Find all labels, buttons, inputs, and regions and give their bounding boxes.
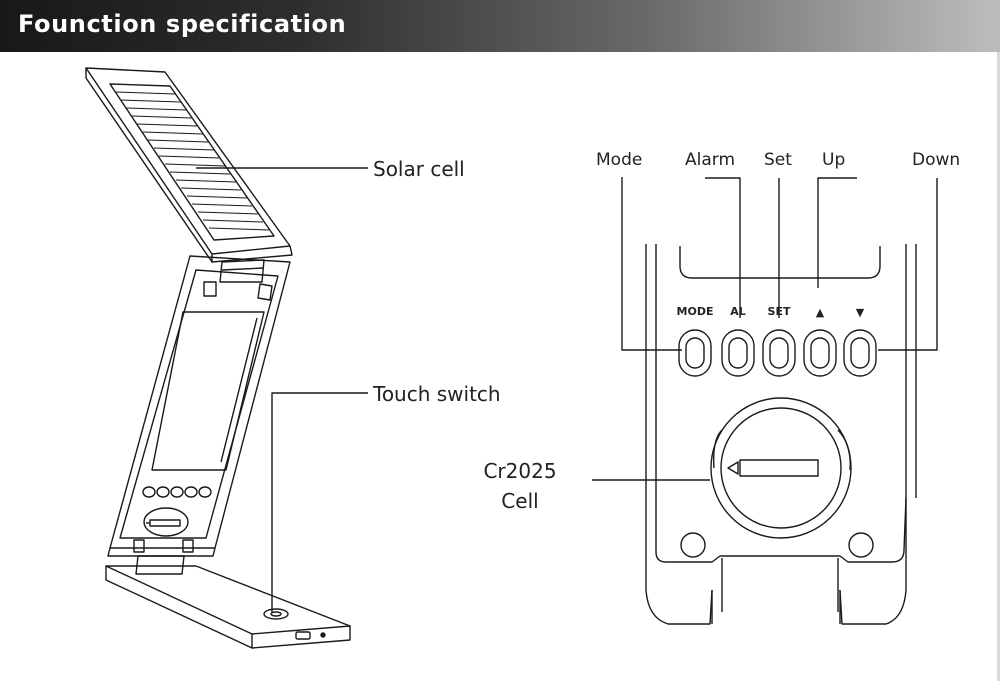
down-button-caption: ▼ xyxy=(856,306,865,319)
alarm-button xyxy=(721,329,755,377)
left-screw-hole xyxy=(680,532,706,558)
right-edge-divider xyxy=(997,52,1000,681)
down-label: Down xyxy=(912,150,960,170)
arm-buttons xyxy=(142,486,212,498)
lamp-arm xyxy=(107,255,291,557)
battery-label-line1: Cr2025 xyxy=(483,459,556,483)
touch-switch-label: Touch switch xyxy=(372,382,501,406)
mode-leader xyxy=(621,177,682,351)
touch-switch-leader xyxy=(271,392,368,612)
power-indicator xyxy=(320,632,326,638)
back-panel-illustration xyxy=(645,244,917,625)
down-button xyxy=(843,329,877,377)
mode-button-caption: MODE xyxy=(677,305,714,318)
up-button xyxy=(803,329,837,377)
solar-panel xyxy=(85,67,293,263)
set-button-caption: SET xyxy=(768,305,791,318)
battery-label-line2: Cell xyxy=(501,489,538,513)
alarm-button-caption: AL xyxy=(730,305,746,318)
set-button xyxy=(762,329,796,377)
solar-cell-label: Solar cell xyxy=(373,157,465,181)
alarm-label: Alarm xyxy=(685,150,735,170)
solar-lamp-illustration xyxy=(85,67,351,649)
lcd-screen xyxy=(151,311,265,471)
down-leader xyxy=(878,178,938,351)
up-label: Up xyxy=(822,150,845,170)
mode-label: Mode xyxy=(596,150,642,170)
set-label: Set xyxy=(764,150,792,170)
usb-port xyxy=(295,631,311,640)
upper-hinge xyxy=(219,259,265,283)
up-leader xyxy=(817,177,857,288)
coin-cell-holder xyxy=(710,397,852,539)
mode-button xyxy=(678,329,712,377)
touch-switch-pad xyxy=(263,608,289,620)
page-title: Founction specification xyxy=(18,10,347,38)
header-bar: Founction specification xyxy=(0,0,1000,52)
alarm-leader xyxy=(705,177,741,318)
up-button-caption: ▲ xyxy=(816,306,825,319)
arm-battery-cover xyxy=(143,507,189,537)
lower-hinge xyxy=(133,539,194,575)
right-screw-hole xyxy=(848,532,874,558)
lamp-base xyxy=(105,565,351,649)
panel-buttons xyxy=(678,329,877,377)
